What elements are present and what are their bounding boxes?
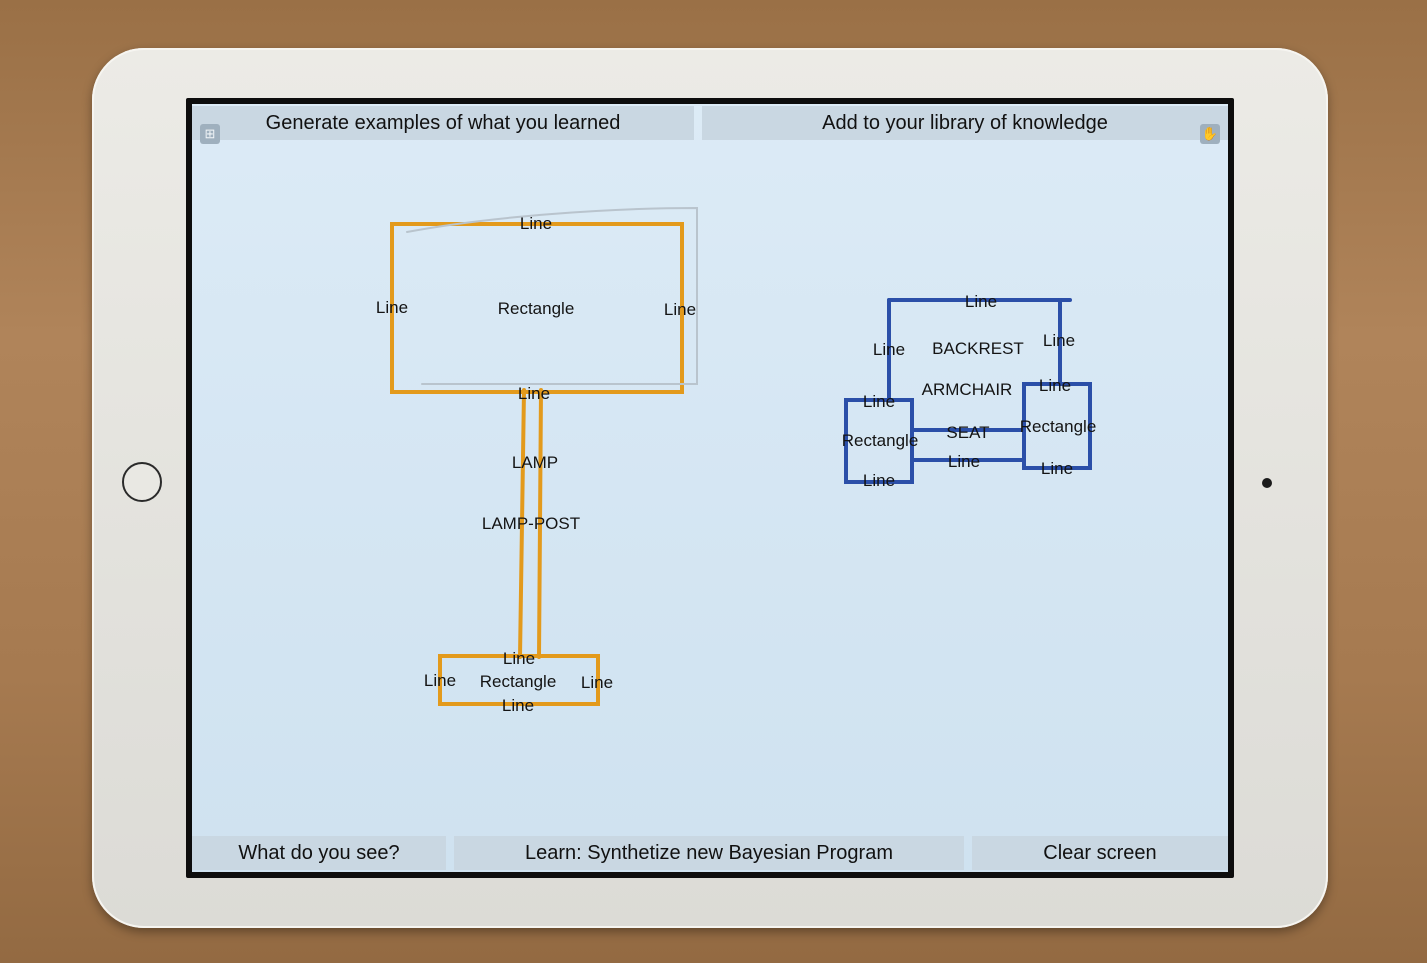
lamp-right-line-label: Line (664, 300, 696, 319)
lamp-post-right (537, 388, 543, 659)
expand-icon[interactable]: ⊞ (200, 124, 220, 144)
lamp-sketch-stroke (406, 206, 698, 385)
lamp-rectangle-label: Rectangle (498, 299, 575, 318)
chair-top-line-label: Line (965, 292, 997, 311)
seat-line-label: Line (948, 452, 980, 471)
hand-icon[interactable]: ✋ (1200, 124, 1220, 144)
home-button[interactable] (122, 462, 162, 502)
lamp-base-rect (438, 654, 600, 706)
drawing-canvas[interactable]: Line Line Rectangle Line Line LAMP LAMP-… (192, 104, 1228, 872)
chair-left-bottom-line-label: Line (863, 471, 895, 490)
backrest-label: BACKREST (932, 339, 1024, 358)
armchair-drawing (844, 298, 1092, 484)
lamp-left-line-label: Line (376, 298, 408, 317)
lamp-post-label: LAMP-POST (482, 514, 580, 533)
chair-right-arm-line-label: Line (1039, 376, 1071, 395)
lamp-drawing (390, 206, 698, 706)
lamp-shade-rect (390, 222, 684, 394)
add-to-library-button[interactable]: Add to your library of knowledge (702, 106, 1228, 140)
lamp-post-left (518, 388, 526, 659)
clear-screen-button[interactable]: Clear screen (972, 836, 1228, 870)
lamp-labels: Line Line Rectangle Line Line LAMP LAMP-… (376, 214, 696, 715)
lamp-base-rectangle-label: Rectangle (480, 672, 557, 691)
camera (1262, 478, 1272, 488)
armchair-labels: Line Line BACKREST Line ARMCHAIR Line Li… (842, 292, 1097, 490)
top-toolbar: Generate examples of what you learned Ad… (192, 106, 1228, 140)
chair-right-bottom-line-label: Line (1041, 459, 1073, 478)
left-arm-rect (844, 398, 914, 484)
seat-label: SEAT (946, 423, 989, 442)
generate-examples-button[interactable]: Generate examples of what you learned (192, 106, 694, 140)
chair-left-line-label: Line (873, 340, 905, 359)
lamp-base-bottom-line-label: Line (502, 696, 534, 715)
chair-right-line-label: Line (1043, 331, 1075, 350)
lamp-base-right-line-label: Line (581, 673, 613, 692)
screen: Generate examples of what you learned Ad… (186, 98, 1234, 878)
learn-button[interactable]: Learn: Synthetize new Bayesian Program (454, 836, 964, 870)
lamp-label: LAMP (512, 453, 558, 472)
lamp-base-top-line-label: Line (503, 649, 535, 668)
what-do-you-see-button[interactable]: What do you see? (192, 836, 446, 870)
lamp-base-left-line-label: Line (424, 671, 456, 690)
chair-left-rectangle-label: Rectangle (842, 431, 919, 450)
lamp-bottom-line-label: Line (518, 384, 550, 403)
app-display: Generate examples of what you learned Ad… (192, 104, 1228, 872)
chair-right-rectangle-label: Rectangle (1020, 417, 1097, 436)
armchair-label: ARMCHAIR (922, 380, 1013, 399)
right-arm-rect (1022, 382, 1092, 470)
bottom-toolbar: What do you see? Learn: Synthetize new B… (192, 836, 1228, 870)
chair-left-arm-line-label: Line (863, 392, 895, 411)
lamp-top-line-label: Line (520, 214, 552, 233)
